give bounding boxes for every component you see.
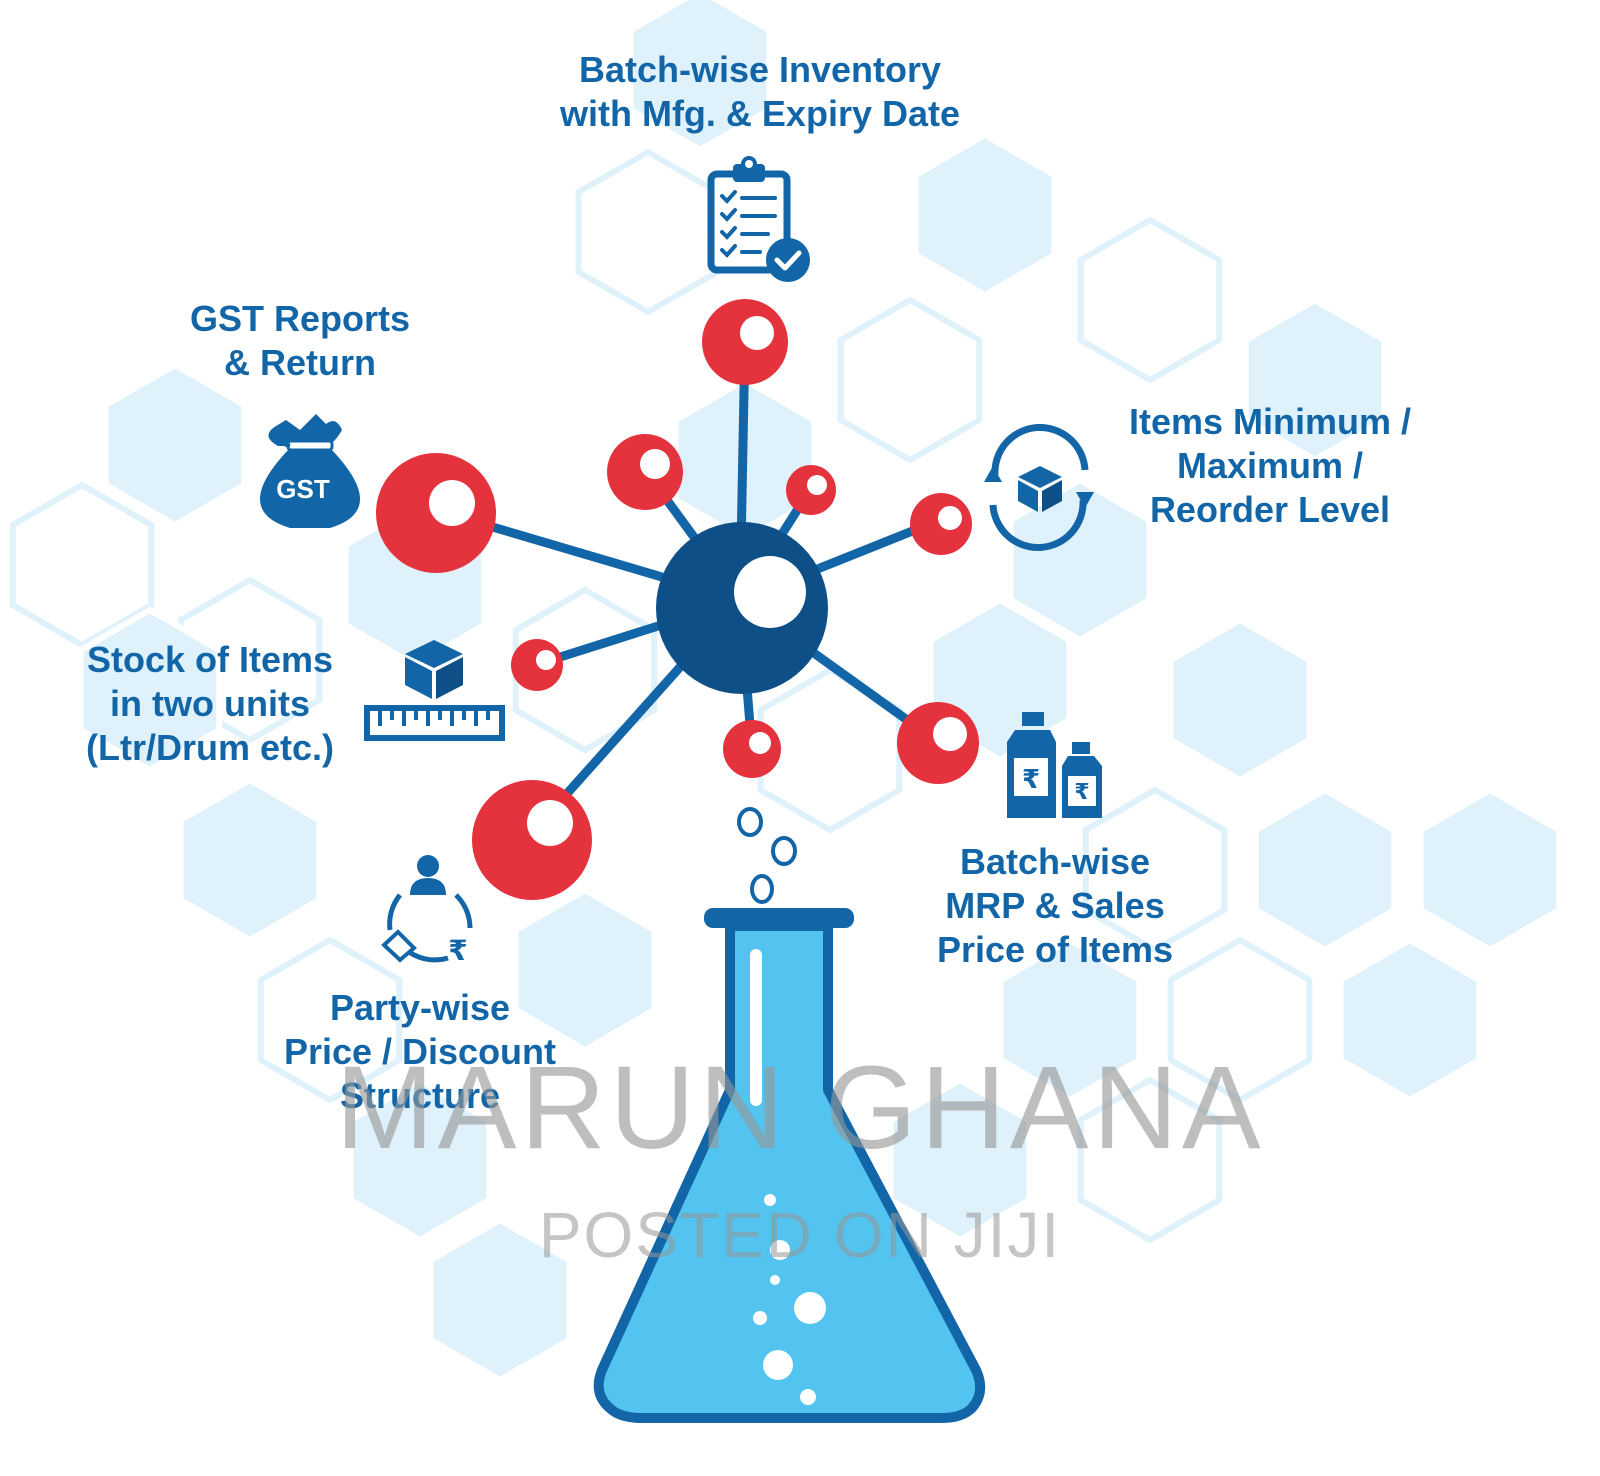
- background-hexagon: [177, 776, 323, 944]
- background-hexagon: [1077, 1076, 1223, 1244]
- gst-icon-text: GST: [276, 474, 330, 504]
- feature-line: Structure: [339, 1075, 501, 1116]
- feature-label-batch-inventory: Batch-wise Inventory with Mfg. & Expiry …: [500, 48, 1020, 136]
- feature-line: (Ltr/Drum etc.): [85, 727, 334, 768]
- feature-line: Price / Discount: [283, 1031, 557, 1072]
- background-hexagon: [837, 296, 983, 464]
- feature-label-gst-reports: GST Reports & Return: [150, 297, 450, 385]
- atom-highlight: [938, 506, 962, 530]
- liquid-bubble: [753, 1311, 767, 1325]
- feature-line: Batch-wise Inventory: [578, 49, 942, 90]
- feature-line: with Mfg. & Expiry Date: [559, 93, 961, 134]
- watermark-sub: POSTED ON JIJI: [538, 1199, 1062, 1271]
- bubble: [750, 874, 774, 904]
- feature-label-reorder-level: Items Minimum / Maximum / Reorder Level: [1100, 400, 1440, 532]
- flask: [593, 908, 986, 1423]
- feature-label-stock-units: Stock of Items in two units (Ltr/Drum et…: [60, 638, 360, 770]
- background-hexagon: [512, 586, 658, 754]
- feature-line: Price of Items: [936, 929, 1174, 970]
- box-ruler-icon: [364, 640, 505, 741]
- background-hexagon: [1007, 476, 1153, 644]
- background-hexagon: [1417, 786, 1563, 954]
- party-discount-icon: ₹: [381, 855, 473, 967]
- background-hexagon: [257, 936, 403, 1104]
- atom-highlight: [749, 732, 771, 754]
- background-hexagon: [1082, 786, 1228, 954]
- background-hexagon: [1337, 936, 1483, 1104]
- background-hexagon: [1242, 296, 1388, 464]
- atom-highlight: [429, 480, 475, 526]
- feature-line: GST Reports: [189, 298, 411, 339]
- flask-body: [593, 921, 986, 1423]
- hexagon-background: [9, 0, 1563, 1384]
- background-hexagon: [575, 148, 721, 316]
- box-cycle-icon: [984, 424, 1094, 551]
- liquid-bubble: [794, 1292, 826, 1324]
- molecule-atoms: [376, 299, 979, 900]
- feature-line: in two units: [110, 683, 310, 724]
- flask-liquid-bubbles: [753, 1194, 826, 1405]
- rising-bubbles: [737, 807, 797, 904]
- liquid-bubble: [770, 1240, 790, 1260]
- feature-line: MRP & Sales: [945, 885, 1165, 926]
- atom-left-small: [511, 639, 563, 691]
- background-hexagon: [1167, 616, 1313, 784]
- watermark-main: MARUN GHANA: [335, 1042, 1265, 1174]
- background-hexagon: [1167, 936, 1313, 1104]
- atom-highlight: [536, 650, 556, 670]
- rupee-symbol: ₹: [1022, 765, 1040, 795]
- background-hexagon: [77, 606, 223, 774]
- background-hexagon: [1252, 786, 1398, 954]
- background-hexagon: [627, 0, 773, 154]
- atom-highlight: [807, 475, 827, 495]
- feature-line: Items Minimum /: [1128, 401, 1412, 442]
- feature-line: Stock of Items: [86, 639, 334, 680]
- liquid-bubble: [770, 1275, 780, 1285]
- center-atom-highlight: [734, 556, 806, 628]
- feature-label-batch-mrp: Batch-wise MRP & Sales Price of Items: [910, 840, 1200, 972]
- atom-highlight: [640, 449, 670, 479]
- feature-line: & Return: [224, 342, 376, 383]
- rupee-symbol: ₹: [1074, 780, 1089, 805]
- background-hexagon: [512, 886, 658, 1054]
- background-hexagon: [347, 1076, 493, 1244]
- rupee-symbol: ₹: [448, 934, 467, 967]
- price-bottles-icon: ₹ ₹: [1007, 712, 1102, 818]
- feature-line: Reorder Level: [1149, 489, 1391, 530]
- gst-money-bag-icon: GST: [260, 414, 360, 528]
- liquid-bubble: [764, 1194, 776, 1206]
- feature-line: Party-wise: [329, 987, 511, 1028]
- feature-line: Batch-wise: [959, 841, 1151, 882]
- background-hexagon: [9, 481, 155, 649]
- feature-line: Maximum /: [1176, 445, 1364, 486]
- atom-highlight: [527, 800, 573, 846]
- atom-highlight: [933, 717, 967, 751]
- bubble: [771, 836, 797, 866]
- background-hexagon: [102, 361, 248, 529]
- clipboard-check-icon: [707, 156, 810, 282]
- bubble: [737, 807, 763, 837]
- background-hexagon: [427, 1216, 573, 1384]
- atom-highlight: [740, 316, 774, 350]
- atom-lower-left-large: [472, 780, 592, 900]
- liquid-bubble: [800, 1389, 816, 1405]
- background-hexagon: [1077, 216, 1223, 384]
- feature-label-party-price: Party-wise Price / Discount Structure: [260, 986, 580, 1118]
- background-hexagon: [997, 936, 1143, 1104]
- liquid-bubble: [763, 1350, 793, 1380]
- background-hexagon: [912, 131, 1058, 299]
